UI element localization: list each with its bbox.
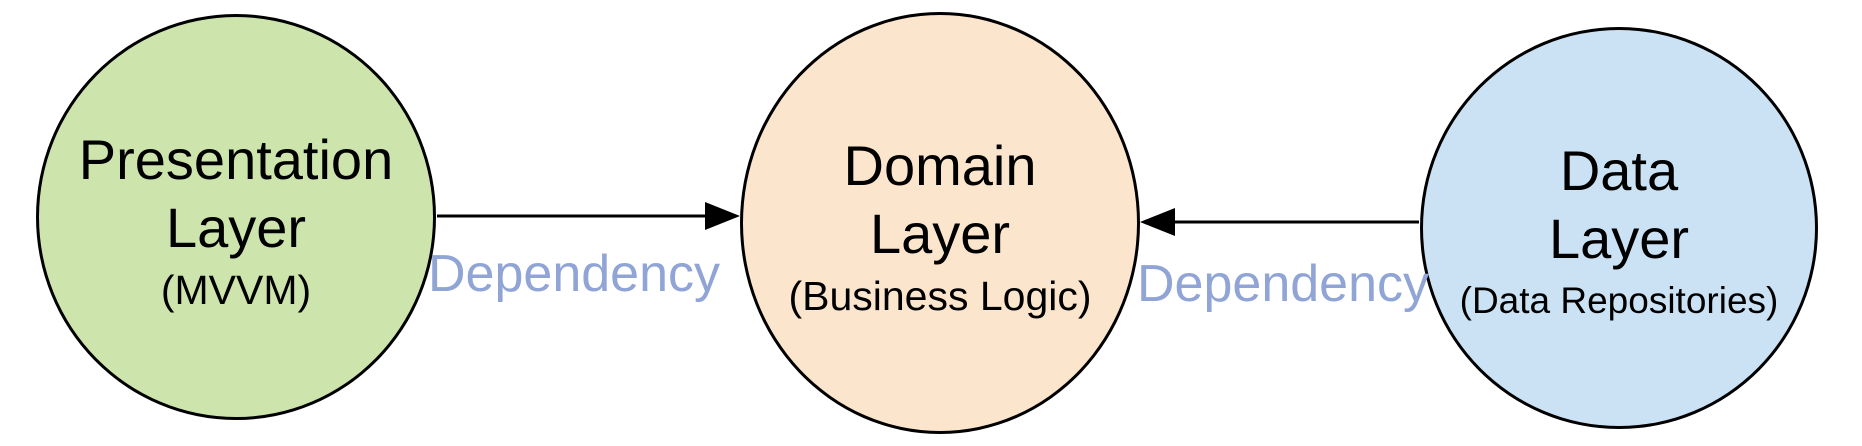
node-title: Domain Layer xyxy=(844,132,1037,268)
node-subtitle: (Data Repositories) xyxy=(1459,280,1779,321)
dependency-arrow-data-to-domain xyxy=(1140,208,1419,236)
node-presentation-layer: Presentation Layer (MVVM) xyxy=(36,14,436,420)
edge-label-dependency-right: Dependency xyxy=(1137,255,1429,313)
node-title: Presentation Layer xyxy=(79,126,393,262)
node-subtitle: (MVVM) xyxy=(160,267,312,313)
dependency-arrow-presentation-to-domain xyxy=(437,202,740,230)
node-title-line2: Layer xyxy=(869,202,1011,265)
node-title-line1: Domain xyxy=(843,134,1037,197)
arrowhead-right-icon xyxy=(705,202,740,230)
node-data-layer: Data Layer (Data Repositories) xyxy=(1420,27,1818,429)
node-subtitle: (Business Logic) xyxy=(788,273,1092,319)
arrowhead-left-icon xyxy=(1140,208,1175,236)
edge-label-dependency-left: Dependency xyxy=(428,245,720,303)
node-title-line1: Presentation xyxy=(78,128,394,191)
node-title-line1: Data xyxy=(1559,139,1679,202)
node-title-line2: Layer xyxy=(165,196,307,259)
node-title-line2: Layer xyxy=(1548,207,1690,270)
node-title: Data Layer xyxy=(1549,137,1689,273)
node-domain-layer: Domain Layer (Business Logic) xyxy=(740,12,1140,434)
